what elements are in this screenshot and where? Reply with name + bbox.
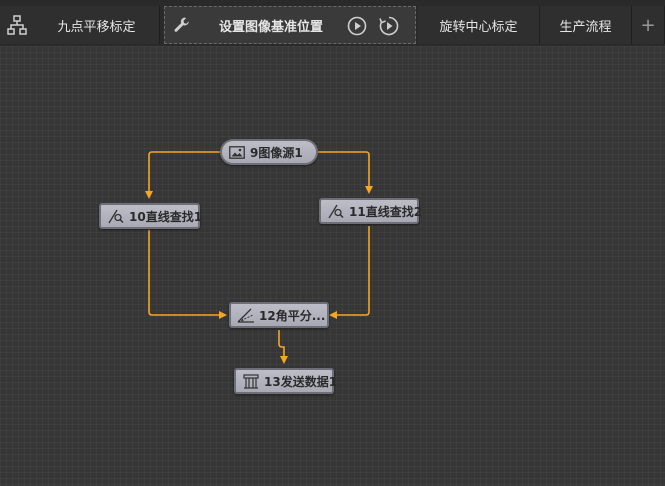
line-find-icon [327, 203, 345, 219]
tab-label: 生产流程 [559, 19, 612, 35]
wire-line-left-to-bisector [148, 230, 227, 319]
node-label: 9图像源1 [250, 145, 303, 160]
tab-nine-point-calibration[interactable]: 九点平移标定 [34, 6, 160, 44]
wire-bisector-to-send [278, 330, 288, 364]
tab-rotation-center-calibration[interactable]: 旋转中心标定 [418, 6, 540, 44]
tab-bar: 九点平移标定 设置图像基准位置 [0, 0, 665, 47]
send-data-icon [242, 373, 260, 389]
image-icon [228, 144, 246, 160]
play-circle-icon[interactable] [346, 15, 368, 37]
plus-icon: + [640, 14, 656, 36]
tab-production-flow[interactable]: 生产流程 [540, 6, 632, 44]
node-label: 12角平分... [259, 308, 326, 323]
node-image-source[interactable]: 9图像源1 [220, 139, 318, 165]
node-line-find-right[interactable]: 11直线查找2 [319, 198, 423, 224]
flow-tree-icon[interactable] [0, 6, 35, 44]
tab-label: 九点平移标定 [57, 19, 136, 35]
node-line-find-left[interactable]: 10直线查找1 [99, 203, 203, 229]
wire-source-to-line-right [316, 151, 373, 194]
flow-canvas[interactable] [0, 46, 665, 486]
tab-label: 旋转中心标定 [439, 19, 518, 35]
line-find-icon [107, 208, 125, 224]
tab-label: 设置图像基准位置 [218, 19, 323, 35]
node-angle-bisector[interactable]: 12角平分... [229, 302, 329, 328]
wire-line-right-to-bisector [329, 226, 370, 319]
loop-run-icon[interactable] [378, 15, 400, 37]
angle-bisector-icon [237, 307, 255, 323]
wrench-icon[interactable] [171, 15, 193, 35]
wire-source-to-line-left [145, 151, 222, 199]
node-label: 10直线查找1 [129, 209, 203, 224]
node-label: 11直线查找2 [349, 204, 423, 219]
add-tab-button[interactable]: + [632, 6, 665, 44]
tab-set-image-reference[interactable]: 设置图像基准位置 [164, 6, 416, 44]
node-label: 13发送数据1 [264, 374, 338, 389]
node-send-data[interactable]: 13发送数据1 [234, 368, 338, 394]
